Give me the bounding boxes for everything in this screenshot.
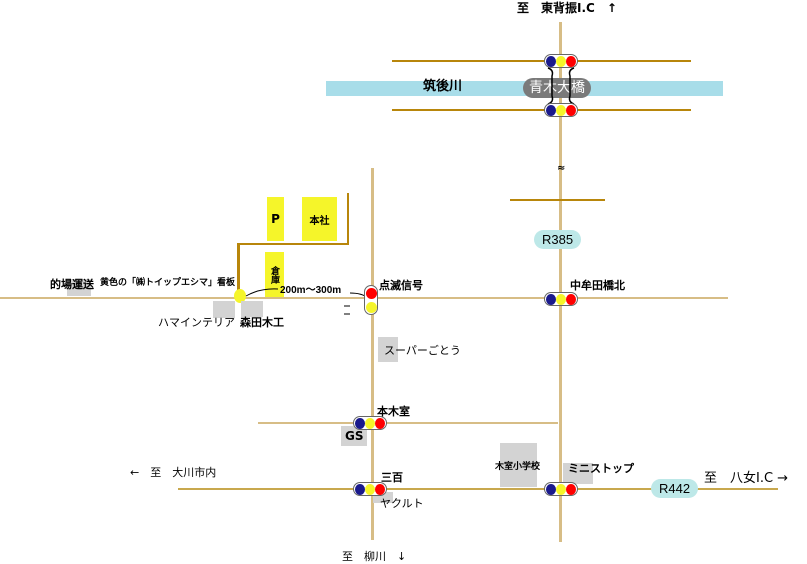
route-r442-badge: R442 — [651, 479, 699, 498]
signal-lamp-blue — [546, 55, 556, 67]
intersection-nakamuta: 中牟田橋北 — [570, 279, 625, 292]
place-matoba[interactable]: 的場運送 — [50, 278, 94, 291]
signal-lamp-yellow — [556, 293, 566, 305]
warehouse: 倉庫 — [265, 252, 284, 297]
direction-south: 至 柳川 ↓ — [342, 550, 407, 563]
company-access-road — [237, 243, 349, 245]
place-morita[interactable]: 森田木工 — [240, 316, 284, 329]
road-north-lower — [392, 109, 691, 111]
signal-bridge-south — [544, 103, 578, 117]
signal-lamp-yellow — [365, 417, 375, 429]
signal-lamp-yellow — [556, 55, 566, 67]
company-access-road-right — [347, 193, 349, 245]
signal-sanbyaku — [353, 482, 387, 496]
signal-lamp-blue — [546, 104, 556, 116]
signal-lamp-yellow — [365, 301, 377, 313]
signal-blinking — [364, 285, 378, 315]
morita-block — [241, 301, 263, 317]
road-south — [371, 168, 374, 540]
head-office[interactable]: 本社 — [302, 197, 337, 241]
place-yakult[interactable]: ヤクルト — [380, 497, 424, 510]
signal-lamp-red — [375, 483, 385, 495]
signboard-marker — [234, 289, 246, 303]
signal-lamp-red — [566, 104, 576, 116]
road-r442 — [178, 488, 778, 490]
parking-label: P — [271, 212, 280, 226]
yakult-block — [373, 492, 393, 503]
direction-east: 至 八女I.C → — [704, 471, 789, 486]
signal-nakamuta — [544, 292, 578, 306]
route-r385-badge: R385 — [534, 230, 582, 249]
distance-label: 200m～300m — [280, 285, 342, 296]
signal-lamp-red — [566, 293, 576, 305]
super-block — [378, 337, 398, 362]
signal-lamp-red — [566, 55, 576, 67]
place-ministop[interactable]: ミニストップ — [568, 462, 634, 475]
signal-lamp-yellow — [556, 104, 566, 116]
omission-mark: ≈ — [557, 163, 566, 174]
hama-block — [213, 301, 235, 318]
signal-lamp-yellow — [556, 483, 566, 495]
bridge-label[interactable]: 青木大橋 — [523, 78, 591, 98]
ministop-block — [563, 463, 593, 484]
school-block — [500, 443, 537, 487]
place-school[interactable]: 木室小学校 — [495, 462, 541, 472]
parking-lot: P — [267, 197, 284, 241]
direction-west: ← 至 大川市内 — [130, 466, 217, 479]
bridge-brackets — [547, 67, 575, 105]
intersection-kimuro: 本木室 — [377, 405, 410, 418]
road-short — [510, 199, 605, 201]
gs-block — [341, 426, 367, 446]
signal-lamp-blue — [355, 417, 365, 429]
warehouse-label: 倉庫 — [269, 265, 279, 284]
place-gs[interactable]: GS — [345, 429, 364, 443]
company-access-road-vertical — [237, 243, 240, 293]
signal-bridge-north — [544, 54, 578, 68]
place-super[interactable]: スーパーごとう — [384, 344, 461, 357]
matoba-block — [67, 279, 91, 296]
intersection-blinking: 点滅信号 — [379, 279, 423, 292]
signal-lamp-blue — [546, 293, 556, 305]
head-office-label: 本社 — [309, 215, 330, 227]
signboard-label: 黄色の「㈱トイップエシマ」看板 — [99, 278, 235, 288]
signal-ministop — [544, 482, 578, 496]
road-north-upper — [392, 60, 691, 62]
signal-lamp-blue — [546, 483, 556, 495]
road-kimuro — [258, 422, 558, 424]
road-r385 — [559, 22, 562, 542]
direction-north: 至 東背振I.C ↑ — [517, 1, 617, 15]
intersection-sanbyaku: 三百 — [381, 471, 403, 484]
signal-lamp-red — [566, 483, 576, 495]
place-hama[interactable]: ハマインテリア — [158, 316, 235, 329]
river-label: 筑後川 — [423, 79, 463, 94]
signal-lamp-yellow — [365, 483, 375, 495]
signal-lamp-blue — [355, 483, 365, 495]
signal-lamp-red — [365, 287, 377, 299]
signal-lamp-red — [375, 417, 385, 429]
signal-kimuro — [353, 416, 387, 430]
